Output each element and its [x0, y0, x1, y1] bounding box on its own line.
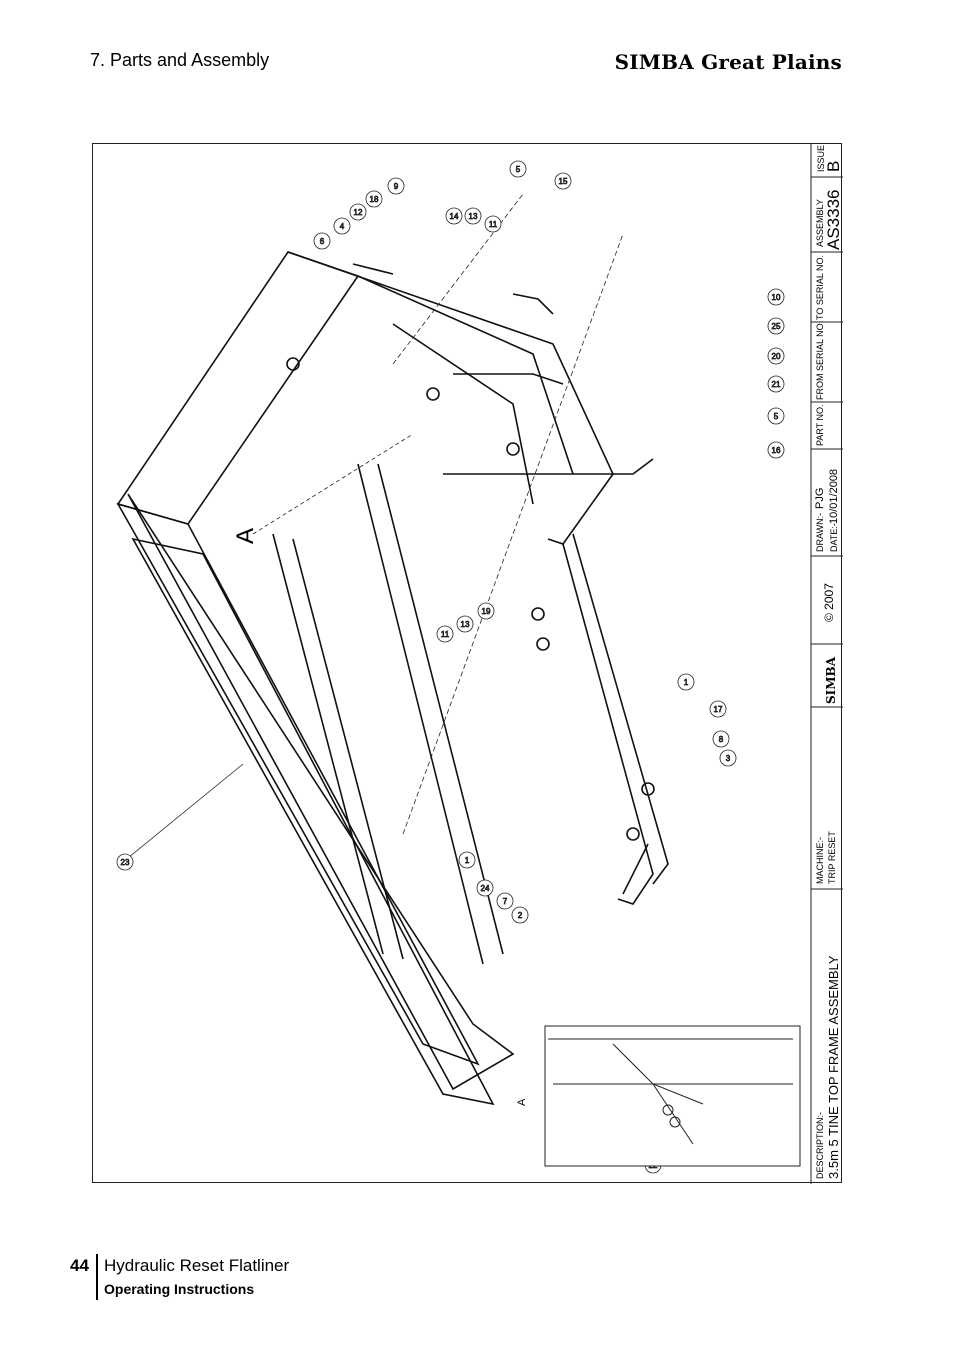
callout-6: 6: [320, 237, 325, 246]
description-value: 3.5m 5 TINE TOP FRAME ASSEMBLY: [826, 955, 841, 1179]
callout-12: 12: [354, 208, 363, 217]
callout-5b: 5: [774, 412, 779, 421]
callout-10: 10: [772, 293, 781, 302]
inset-label-a: A: [516, 1098, 528, 1106]
callout-20: 20: [772, 352, 781, 361]
callout-21: 21: [772, 380, 781, 389]
detail-label-a: A: [232, 528, 259, 544]
drawn-value: PJG: [814, 488, 826, 509]
callout-1b: 1: [465, 856, 470, 865]
callout-23: 23: [121, 858, 130, 867]
copyright: © 2007: [822, 583, 836, 622]
callout-1: 1: [684, 678, 689, 687]
description-label: DESCRIPTION:-: [815, 1112, 825, 1179]
issue-label: ISSUE: [816, 145, 826, 172]
to-serial-label: TO SERIAL NO.: [815, 255, 825, 320]
callout-2: 2: [518, 911, 523, 920]
callout-17: 17: [714, 705, 723, 714]
part-no-label: PART NO.: [815, 404, 825, 446]
assembly-label: ASSEMBLY: [815, 199, 825, 247]
callout-24: 24: [481, 884, 490, 893]
callout-11: 11: [489, 220, 498, 229]
machine-value: TRIP RESET: [827, 831, 837, 884]
title-block: [810, 144, 843, 1184]
machine-label: MACHINE:-: [815, 837, 825, 884]
footer-subtitle: Operating Instructions: [104, 1281, 255, 1297]
callout-8: 8: [719, 735, 724, 744]
detail-inset: [544, 1025, 801, 1167]
callout-11b: 11: [441, 630, 450, 639]
callout-14: 14: [450, 212, 459, 221]
issue-value: B: [824, 161, 843, 172]
callout-15: 15: [559, 177, 568, 186]
from-serial-label: FROM SERIAL NO.: [815, 321, 825, 400]
frame-assembly-drawing: ISSUE B ASSEMBLY AS3336 TO SERIAL NO. FR…: [116, 144, 843, 1184]
callout-19: 19: [482, 607, 491, 616]
simba-logo-small: SIMBA: [824, 656, 838, 704]
date-label: DATE:-: [829, 523, 839, 552]
callout-5: 5: [516, 165, 521, 174]
callout-4: 4: [340, 222, 345, 231]
drawn-label: DRAWN:-: [815, 513, 825, 552]
callout-3: 3: [726, 754, 731, 763]
callout-9: 9: [394, 182, 399, 191]
brand-logo: SIMBA Great Plains: [614, 50, 842, 74]
footer-divider: [96, 1254, 98, 1300]
section-title: 7. Parts and Assembly: [90, 50, 270, 70]
callout-13: 13: [469, 212, 478, 221]
callout-7: 7: [503, 897, 508, 906]
callouts: 5 15 9 18 12 4 6 14 13 11 10 25 20 21 5 …: [116, 160, 785, 1174]
date-value: 10/01/2008: [828, 469, 840, 524]
callout-18: 18: [370, 195, 379, 204]
callout-13b: 13: [461, 620, 470, 629]
page-number: 44: [70, 1256, 89, 1275]
frame-drawing: [116, 251, 669, 1106]
callout-25: 25: [772, 322, 781, 331]
parts-drawing: ISSUE B ASSEMBLY AS3336 TO SERIAL NO. FR…: [92, 143, 843, 1184]
assembly-value: AS3336: [824, 190, 843, 251]
callout-16: 16: [772, 446, 781, 455]
footer-title: Hydraulic Reset Flatliner: [104, 1256, 290, 1275]
